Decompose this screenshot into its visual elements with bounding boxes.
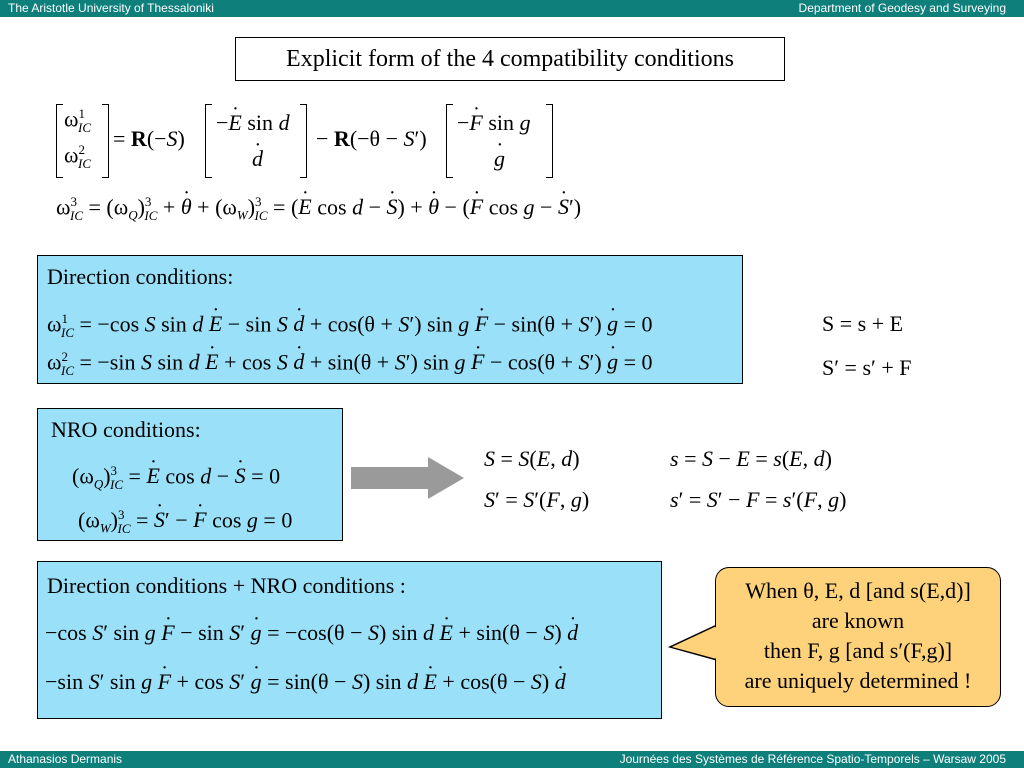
header-university: The Aristotle University of Thessaloniki [8,1,214,15]
right-bracket [300,104,307,178]
slide-title: Explicit form of the 4 compatibility con… [235,37,785,81]
left-bracket [446,104,453,178]
function-s-prime: s′ = S′ − F = s′(F, g) [670,487,847,512]
nro-conditions-box: NRO conditions: (ωQ)3IC = E cos d − S = … [37,408,343,541]
relation-S-prime: S′ = s′ + F [822,355,912,380]
right-bracket [102,104,109,178]
right-bracket [546,104,553,178]
nro-conditions-label: NRO conditions: [51,417,201,442]
combined-equation-1: −cos S′ sin g F − sin S′ g = −cos(θ − S)… [45,620,578,646]
function-s: s = S − E = s(E, d) [670,446,832,471]
direction-equation-1: ω1IC = −cos S sin d E − sin S d + cos(θ … [47,311,653,341]
function-S-prime: S′ = S′(F, g) [484,487,590,512]
header-bar: The Aristotle University of Thessaloniki… [0,0,1024,17]
speech-bubble-callout: When θ, E, d [and s(E,d)] are known then… [715,567,1001,707]
relation-S: S = s + E [822,311,904,336]
omega3-equation: ω3IC = (ωQ)3IC + θ + (ωW)3IC = (E cos d … [56,194,581,224]
combined-conditions-box: Direction conditions + NRO conditions : … [37,561,662,719]
nro-equation-1: (ωQ)3IC = E cos d − S = 0 [72,463,280,493]
footer-conference: Journées des Systèmes de Référence Spati… [619,752,1006,766]
combined-equation-2: −sin S′ sin g F + cos S′ g = sin(θ − S) … [45,669,566,695]
direction-equation-2: ω2IC = −sin S sin d E + cos S d + sin(θ … [47,349,653,379]
left-bracket [205,104,212,178]
header-department: Department of Geodesy and Surveying [798,1,1006,15]
callout-line-1: When θ, E, d [and s(E,d)] [745,578,971,603]
footer-author: Athanasios Dermanis [8,752,123,766]
combined-conditions-label: Direction conditions + NRO conditions : [47,573,406,598]
direction-conditions-label: Direction conditions: [47,264,234,289]
callout-line-3: then F, g [and s′(F,g)] [763,638,953,663]
callout-line-2: are known [811,608,905,633]
nro-equation-2: (ωW)3IC = S′ − F cos g = 0 [78,507,292,537]
direction-conditions-box: Direction conditions: ω1IC = −cos S sin … [37,255,743,384]
footer-bar: Athanasios Dermanis Journées des Système… [0,751,1024,768]
left-bracket [56,104,63,178]
callout-line-4: are uniquely determined ! [744,668,972,693]
function-S: S = S(E, d) [484,446,580,471]
